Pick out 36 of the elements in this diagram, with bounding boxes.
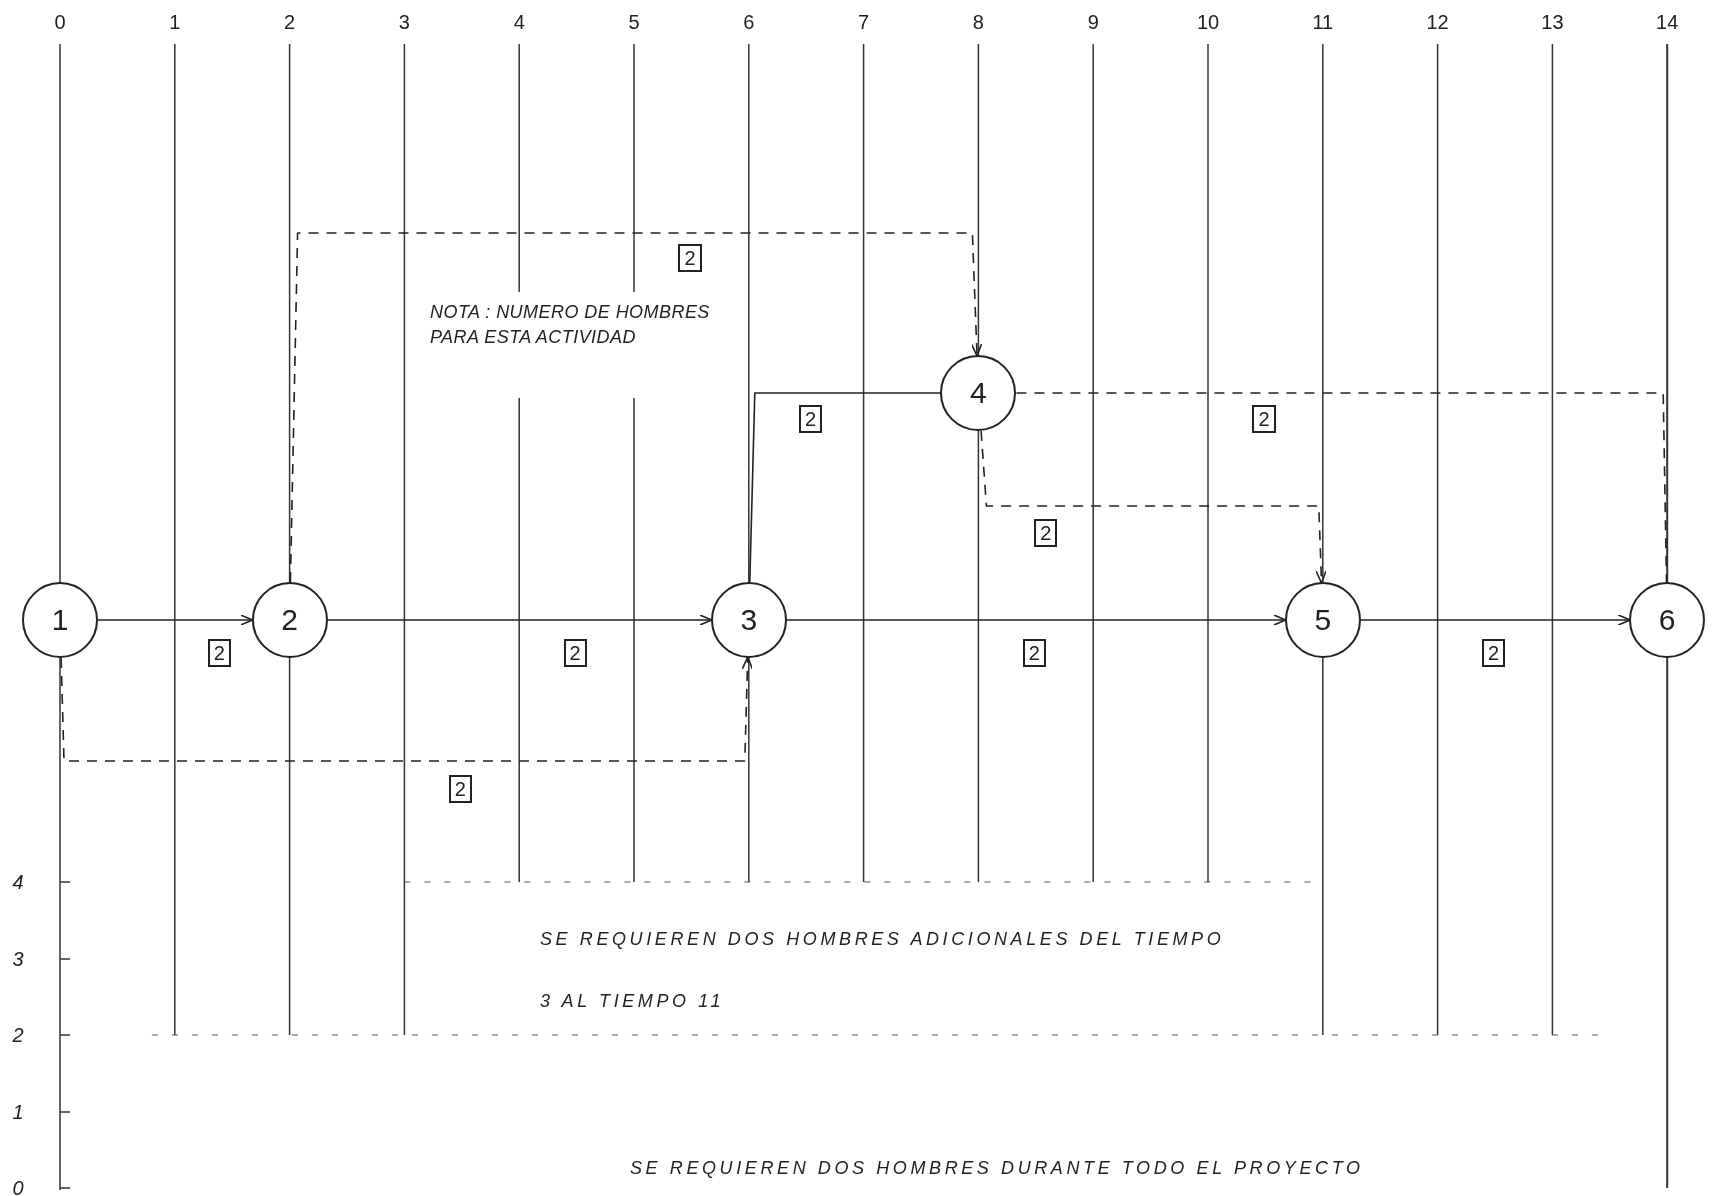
time-label: 13: [1540, 10, 1565, 35]
axis-label: 1: [11, 1100, 25, 1125]
time-label: 4: [512, 10, 526, 35]
time-label: 2: [283, 10, 297, 35]
time-label: 3: [397, 10, 411, 35]
edge-label: 2: [798, 405, 823, 433]
edge-label: 2: [1482, 639, 1506, 667]
time-label: 10: [1195, 10, 1221, 35]
time-label: 11: [1311, 10, 1335, 35]
note-text: NOTA : NUMERO DE HOMBRES PARA ESTA ACTIVIDAD: [430, 301, 711, 349]
edge-label: 2: [207, 639, 231, 667]
time-label: 12: [1425, 10, 1450, 35]
edge-label: 2: [1022, 639, 1046, 667]
edge-label: 2: [448, 775, 472, 803]
arrow: [60, 656, 754, 762]
requirement-note: SE REQUIEREN DOS HOMBRES ADICIONALES DEL TIEMPO 3 AL TIEMPO 11: [540, 928, 1226, 1013]
time-label: 9: [1086, 10, 1100, 35]
time-label: 6: [742, 10, 756, 35]
arrow: [1360, 614, 1631, 626]
time-label: 7: [857, 10, 871, 35]
time-label: 0: [53, 10, 67, 35]
edge-label: 2: [678, 244, 702, 272]
arrow: [980, 430, 1327, 584]
time-label: 14: [1655, 10, 1680, 35]
requirement-note: SE REQUIEREN DOS HOMBRES DURANTE TODO EL PROYECTO: [630, 1157, 1365, 1180]
time-label: 1: [168, 10, 182, 35]
time-label: 8: [971, 10, 985, 35]
edge-label: 2: [563, 639, 587, 667]
axis-label: 2: [11, 1023, 25, 1048]
edge-label: 2: [1252, 405, 1276, 433]
edge-label: 2: [1034, 519, 1058, 547]
arrow: [289, 232, 983, 583]
axis-label: 3: [11, 947, 25, 972]
time-label: 5: [627, 10, 641, 35]
axis-label: 0: [11, 1176, 25, 1196]
axis-label: 4: [11, 870, 25, 895]
